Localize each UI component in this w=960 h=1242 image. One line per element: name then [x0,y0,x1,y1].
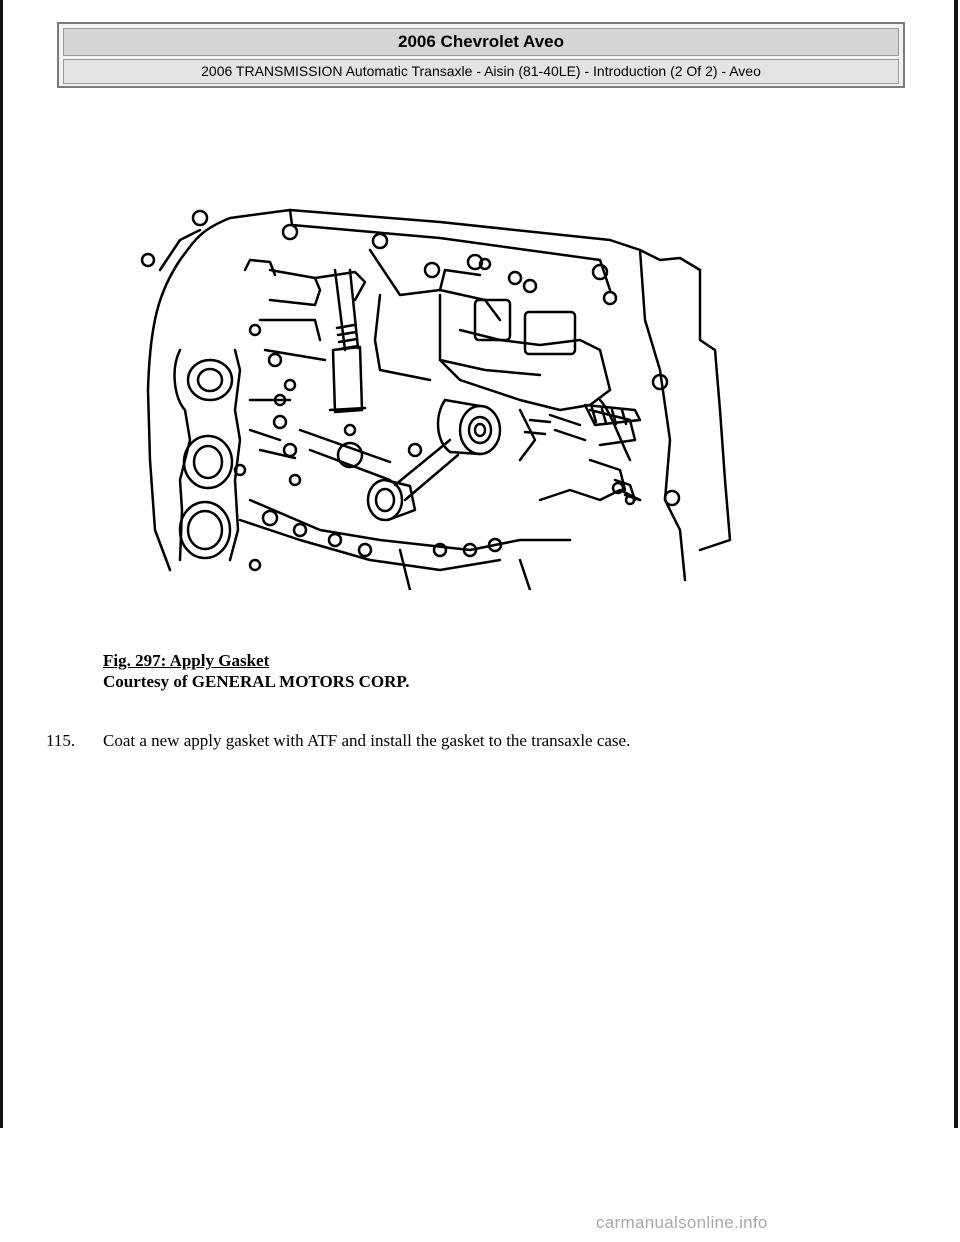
page-border-right [954,0,958,1128]
document-header: 2006 Chevrolet Aveo 2006 TRANSMISSION Au… [57,22,905,88]
figure-caption: Fig. 297: Apply Gasket Courtesy of GENER… [103,650,410,692]
page-border-left [0,0,3,1128]
step-number: 115. [46,731,76,750]
figure-courtesy: Courtesy of GENERAL MOTORS CORP. [103,672,410,691]
document-subtitle: 2006 TRANSMISSION Automatic Transaxle - … [63,59,899,84]
figure-title-link[interactable]: Fig. 297: Apply Gasket [103,651,270,670]
apply-gasket-illustration [140,208,732,590]
footer-watermark: carmanualsonline.info [596,1213,768,1232]
procedure-step: 115. Coat a new apply gasket with ATF and… [46,730,630,751]
document-title: 2006 Chevrolet Aveo [63,28,899,56]
step-text: Coat a new apply gasket with ATF and ins… [103,731,631,750]
